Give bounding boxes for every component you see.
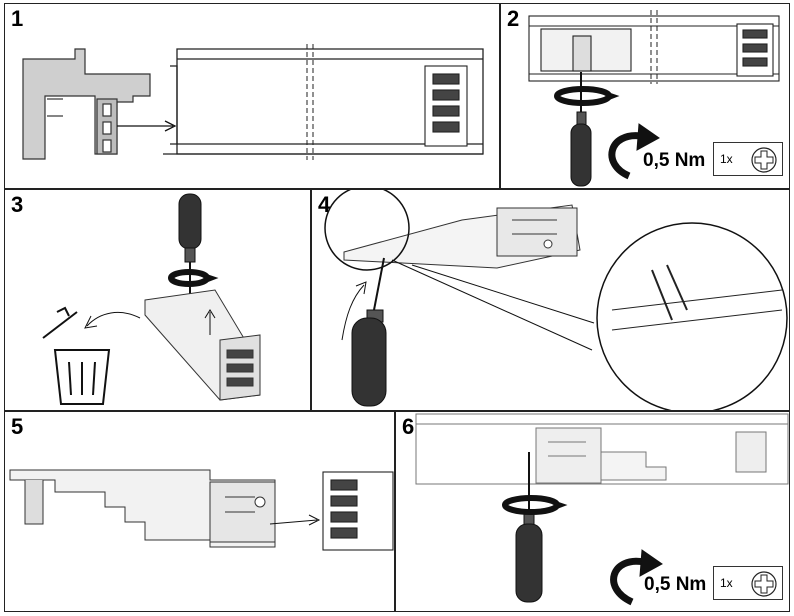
step-2-illustration [528, 10, 780, 187]
arrow-icon [117, 120, 177, 132]
step-number: 6 [402, 414, 415, 439]
step-number: 1 [11, 6, 24, 31]
step-5-illustration [9, 469, 394, 551]
rotation-arrow-icon [168, 269, 219, 287]
break-lines [306, 44, 314, 160]
step-2-panel: 2 [500, 3, 790, 189]
step-number: 2 [507, 6, 520, 31]
step-1-illustration [22, 44, 484, 160]
magnifier-circle-icon [324, 190, 788, 410]
phillips-screw-icon [751, 571, 777, 597]
connector-body [343, 204, 581, 269]
quantity-label: 1x [720, 152, 733, 166]
connector-body [9, 469, 276, 548]
step-6-illustration [415, 413, 789, 606]
rotation-arrow-icon [502, 495, 568, 515]
screw-quantity-box: 1x [713, 566, 783, 600]
trash-bin-icon [42, 306, 111, 405]
quantity-label: 1x [720, 576, 733, 590]
rail-with-connector [528, 15, 780, 82]
screw-quantity-box: 1x [713, 142, 783, 176]
screwdriver-icon [515, 452, 543, 603]
rail-with-connector [415, 413, 789, 485]
connector-body [22, 48, 151, 160]
arrow-icon [341, 281, 367, 341]
arrow-icon [84, 309, 216, 335]
rail-end-contacts [424, 65, 468, 147]
step-4-illustration [324, 190, 788, 410]
torque-arrow-icon [608, 123, 660, 180]
rail-end-contacts [322, 471, 394, 551]
torque-label: 0,5 Nm [643, 150, 706, 171]
step-3-panel: 3 [4, 189, 311, 411]
torque-arrow-icon [610, 549, 663, 606]
rotation-arrow-icon [554, 86, 620, 106]
step-3-illustration [42, 193, 261, 405]
phillips-screw-icon [751, 147, 777, 173]
step-number: 5 [11, 414, 24, 439]
screwdriver-icon [351, 257, 387, 407]
screwdriver-icon [570, 72, 592, 187]
arrow-icon [269, 514, 321, 526]
step-number: 3 [11, 192, 24, 217]
step-4-panel: 4 [311, 189, 790, 411]
step-number: 4 [318, 192, 331, 217]
step-6-panel: 6 [395, 411, 790, 612]
step-1-panel: 1 [4, 3, 500, 189]
step-5-panel: 5 [4, 411, 395, 612]
detail-view [611, 264, 783, 331]
torque-label: 0,5 Nm [644, 574, 707, 595]
end-cap-unit [144, 289, 261, 401]
